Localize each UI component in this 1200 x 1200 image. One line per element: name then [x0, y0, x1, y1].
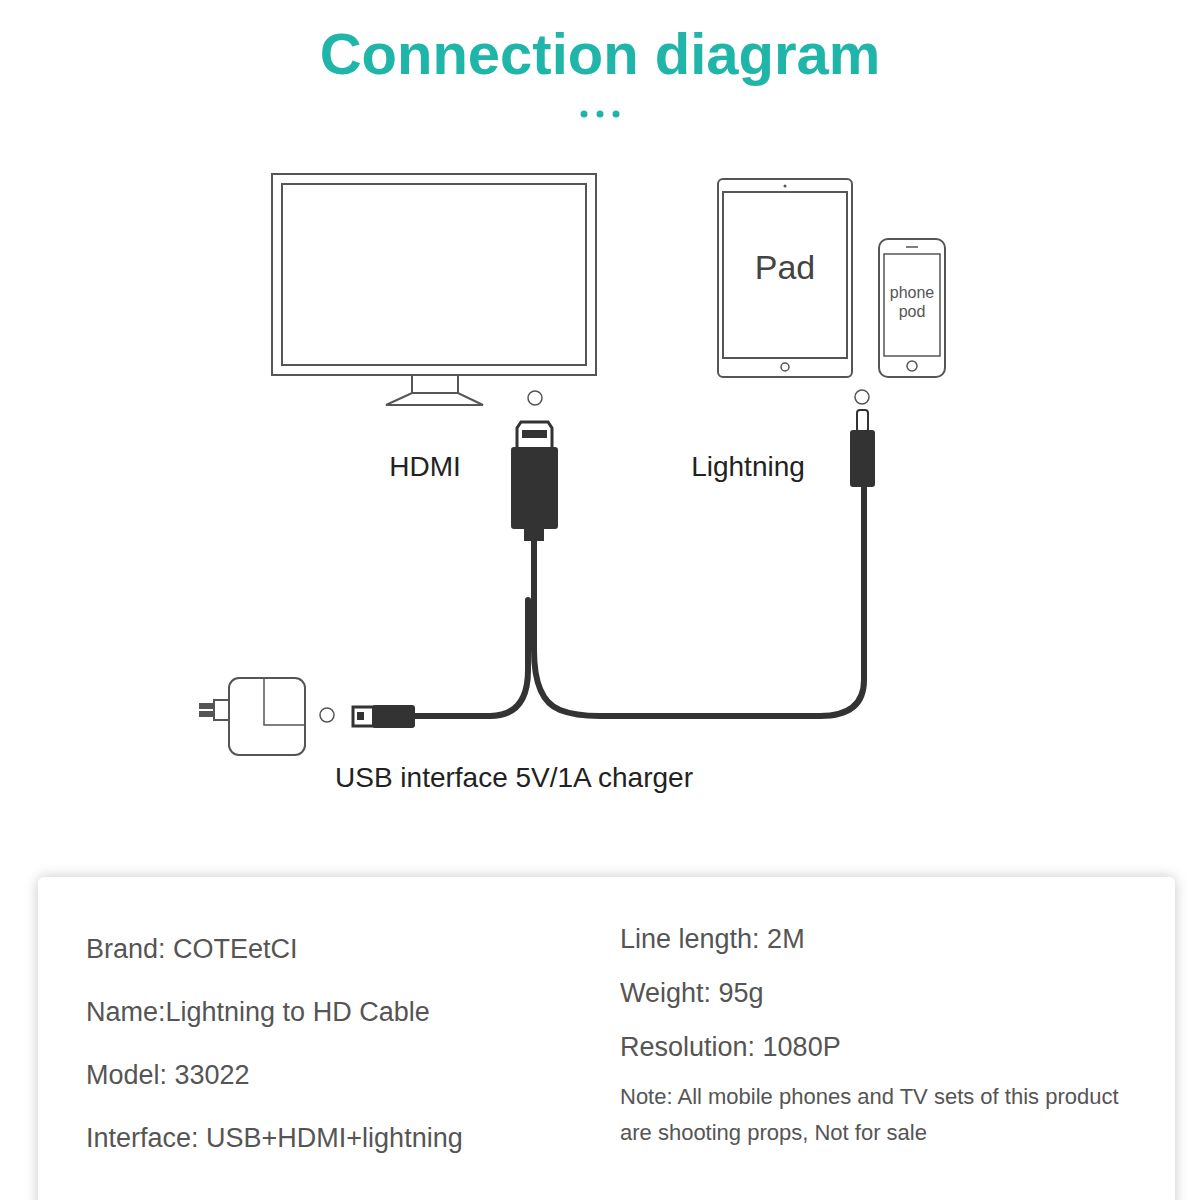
spec-text: Interface: USB+HDMI+lightning	[86, 1122, 586, 1154]
spec-panel: Brand: COTEetCI Name:Lightning to HD Cabl…	[38, 877, 1175, 1200]
title: Connection diagram	[0, 18, 1200, 90]
phone: phone pod	[878, 238, 946, 378]
connector-label: HDMI	[325, 450, 525, 484]
spec-text: Weight: 95g	[620, 977, 1140, 1009]
title-dots	[581, 111, 620, 118]
monitor	[272, 174, 596, 405]
device-label: Pad	[755, 247, 816, 304]
spec-text: Brand: COTEetCI	[86, 933, 586, 965]
spec-text: Name:Lightning to HD Cable	[86, 996, 586, 1028]
charger-label: USB interface 5V/1A charger	[335, 761, 835, 795]
spec-text: Resolution: 1080P	[620, 1031, 1140, 1063]
lightning-plug	[850, 410, 875, 487]
hdmi-plug	[511, 422, 558, 541]
spec-text: Line length: 2M	[620, 923, 1140, 955]
connector-label: Lightning	[648, 450, 848, 484]
device-label: phone pod	[885, 283, 939, 327]
plug-in-mark	[320, 390, 869, 722]
cable	[415, 488, 864, 716]
usb-plug	[353, 705, 415, 728]
note-text: Note: All mobile phones and TV sets of t…	[620, 1079, 1140, 1151]
spec-text: Model: 33022	[86, 1059, 586, 1091]
tablet: Pad	[717, 178, 853, 378]
charger	[200, 678, 305, 755]
